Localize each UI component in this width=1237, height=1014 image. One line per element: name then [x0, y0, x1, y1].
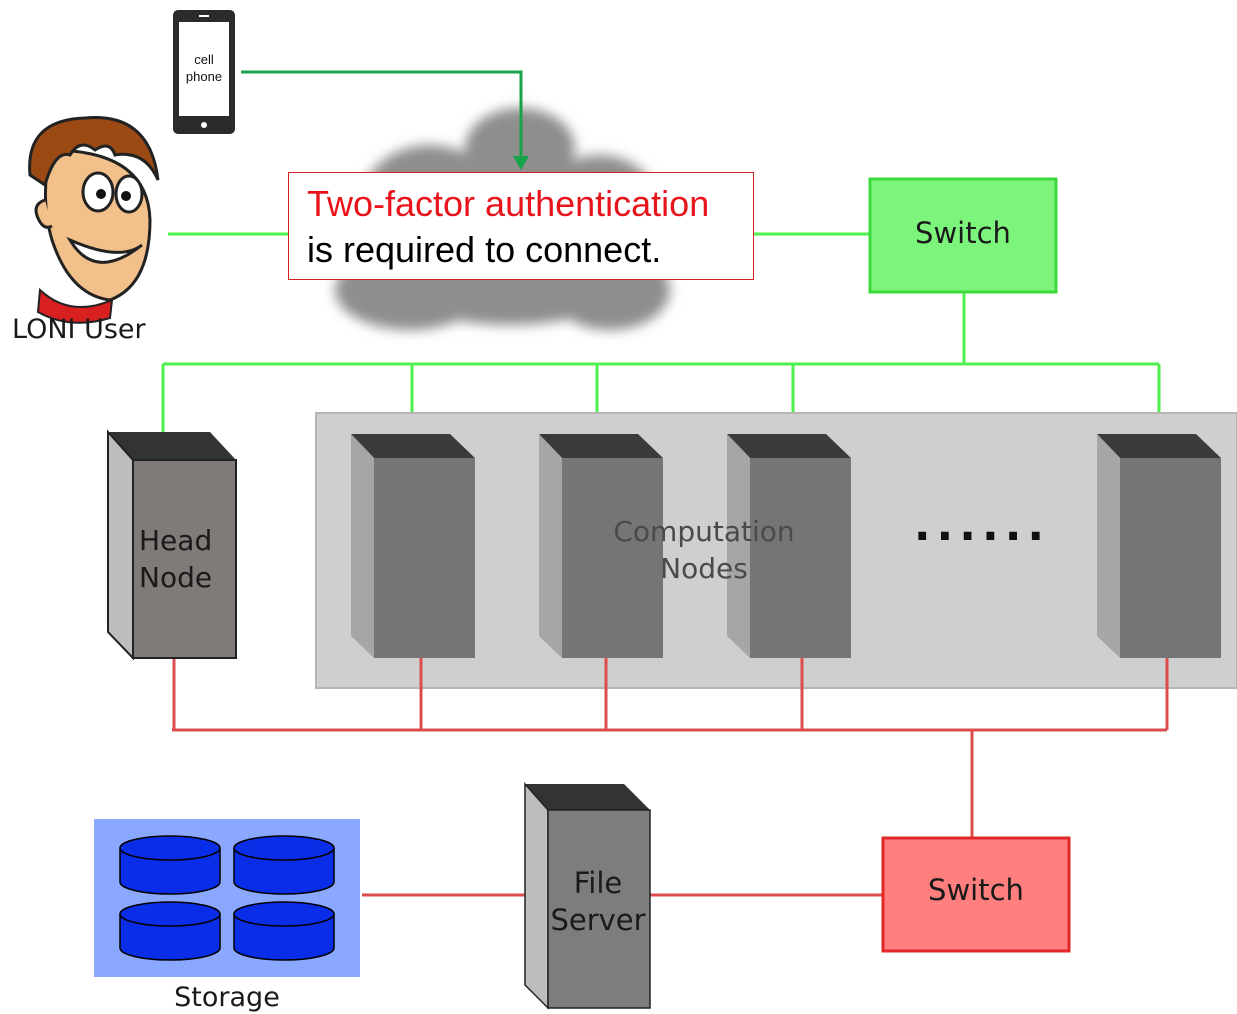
compute-node-server [539, 434, 663, 658]
top-switch-label: Switch [915, 216, 1011, 250]
auth-line1: Two-factor authentication [307, 183, 710, 224]
phone-label: cell phone [176, 51, 232, 85]
green-network-lines [161, 232, 1161, 436]
arrow-head-icon [513, 156, 529, 170]
compute-node-server [351, 434, 475, 658]
auth-notice: Two-factor authentication is required to… [288, 172, 754, 280]
auth-line2: is required to connect. [307, 229, 662, 270]
file-server-line2: Server [550, 903, 646, 937]
disk-icon [233, 901, 335, 961]
red-network-lines [172, 658, 1169, 897]
bottom-switch-label: Switch [928, 873, 1024, 907]
bottom-switch-box [881, 836, 1071, 953]
disk-icon [233, 835, 335, 895]
file-server-label: File Server [540, 865, 656, 939]
head-node-line2: Node [139, 561, 213, 594]
user-label: LONI User [12, 314, 146, 345]
file-server-line1: File [573, 866, 623, 900]
head-node-server [107, 429, 237, 661]
disk-icon [119, 901, 221, 961]
phone-label-line2: phone [185, 69, 223, 84]
top-switch-box [868, 177, 1058, 294]
compute-line1: Computation [613, 515, 795, 548]
head-node-line1: Head [139, 524, 213, 557]
file-server [524, 782, 651, 1010]
compute-ellipsis: ...... [913, 500, 1051, 551]
disk-icon [119, 835, 221, 895]
head-node-label: Head Node [133, 522, 231, 596]
user-avatar-icon [28, 116, 160, 324]
compute-label: Computation Nodes [588, 513, 820, 587]
cell-phone-icon [173, 10, 235, 134]
compute-node-server [1097, 434, 1221, 658]
phone-arrow [241, 70, 523, 158]
compute-node-server [727, 434, 851, 658]
phone-label-line1: cell [194, 52, 214, 67]
compute-line2: Nodes [660, 552, 748, 585]
storage-label: Storage [174, 982, 280, 1013]
